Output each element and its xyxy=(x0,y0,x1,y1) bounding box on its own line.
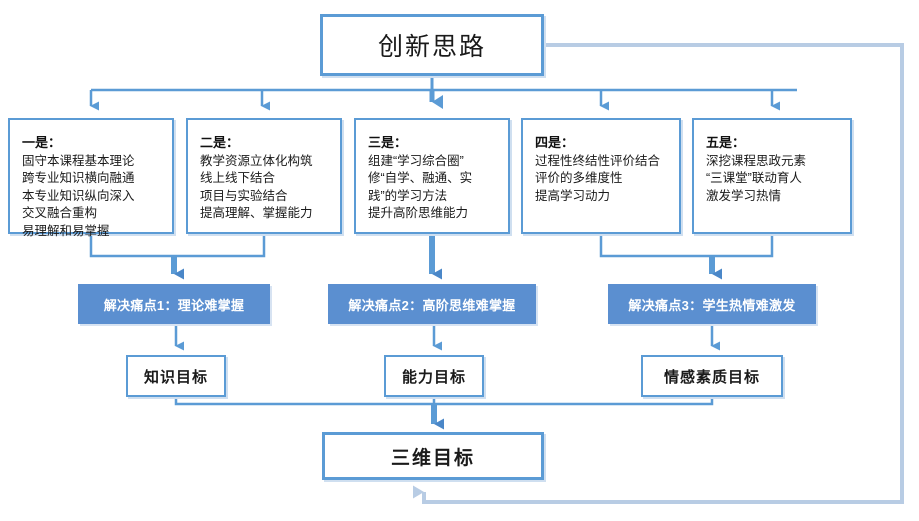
goal-box-emotion-quality-label: 情感素质目标 xyxy=(663,368,760,386)
idea-box-4-text: 四是： 过程性终结性评价结合 评价的多维度性 提高学习动力 xyxy=(535,134,660,205)
goal-box-knowledge[interactable]: 知识目标 xyxy=(126,355,226,397)
idea-box-3-head: 三是： xyxy=(368,135,408,150)
title-label: 创新思路 xyxy=(377,33,486,61)
goal-box-ability[interactable]: 能力目标 xyxy=(384,355,484,397)
idea-box-1[interactable]: 一是： 固守本课程基本理论 跨专业知识横向融通 本专业知识纵向深入 交叉融合重构 … xyxy=(8,118,174,238)
idea-box-1-text: 一是： 固守本课程基本理论 跨专业知识横向融通 本专业知识纵向深入 交叉融合重构 … xyxy=(22,134,135,240)
idea-box-4-head: 四是： xyxy=(535,135,575,150)
idea-box-1-head: 一是： xyxy=(22,135,62,150)
idea-box-1-lines: 固守本课程基本理论 跨专业知识横向融通 本专业知识纵向深入 交叉融合重构 易理解… xyxy=(22,153,135,238)
title-to-ideas-connectors xyxy=(89,76,797,111)
goal-box-emotion-quality[interactable]: 情感素质目标 xyxy=(641,355,783,397)
painpoints-to-goals-connectors xyxy=(174,324,720,351)
idea-box-5-head: 五是： xyxy=(706,135,746,150)
idea-box-3-lines: 组建“学习综合圈” 修“自学、融通、实 践”的学习方法 提升高阶思维能力 xyxy=(368,153,473,221)
idea-box-2-lines: 教学资源立体化构筑 线上线下结合 项目与实验结合 提高理解、掌握能力 xyxy=(200,153,313,221)
pain-point-bar-3[interactable]: 解决痛点3：学生热情难激发 xyxy=(608,284,816,324)
final-goal-label: 三维目标 xyxy=(390,447,475,469)
goal-box-knowledge-label: 知识目标 xyxy=(143,368,208,386)
idea-box-5-lines: 深挖课程思政元素 “三课堂”联动育人 激发学习热情 xyxy=(706,153,807,203)
pain-point-bar-1-label: 解决痛点1：理论难掌握 xyxy=(103,297,245,313)
idea-box-3[interactable]: 三是： 组建“学习综合圈” 修“自学、融通、实 践”的学习方法 提升高阶思维能力 xyxy=(354,118,510,234)
pain-point-bar-1[interactable]: 解决痛点1：理论难掌握 xyxy=(78,284,270,324)
idea-box-5[interactable]: 五是： 深挖课程思政元素 “三课堂”联动育人 激发学习热情 xyxy=(692,118,852,234)
idea-box-2[interactable]: 二是： 教学资源立体化构筑 线上线下结合 项目与实验结合 提高理解、掌握能力 xyxy=(186,118,342,234)
pain-point-bar-2[interactable]: 解决痛点2：高阶思维难掌握 xyxy=(328,284,536,324)
idea-box-3-text: 三是： 组建“学习综合圈” 修“自学、融通、实 践”的学习方法 提升高阶思维能力 xyxy=(368,134,472,223)
idea-box-5-text: 五是： 深挖课程思政元素 “三课堂”联动育人 激发学习热情 xyxy=(706,134,806,205)
idea-box-4[interactable]: 四是： 过程性终结性评价结合 评价的多维度性 提高学习动力 xyxy=(521,118,681,234)
idea-box-4-lines: 过程性终结性评价结合 评价的多维度性 提高学习动力 xyxy=(535,153,661,203)
pain-point-bar-3-label: 解决痛点3：学生热情难激发 xyxy=(628,297,796,313)
goal-box-ability-label: 能力目标 xyxy=(401,368,466,386)
idea-box-2-text: 二是： 教学资源立体化构筑 线上线下结合 项目与实验结合 提高理解、掌握能力 xyxy=(200,134,313,223)
goals-to-final-connectors xyxy=(174,397,714,430)
ideas-to-painpoints-connectors xyxy=(89,234,774,280)
pain-point-bar-2-label: 解决痛点2：高阶思维难掌握 xyxy=(348,297,516,313)
final-goal-box[interactable]: 三维目标 xyxy=(322,432,544,480)
idea-box-2-head: 二是： xyxy=(200,135,240,150)
title-box[interactable]: 创新思路 xyxy=(320,14,544,76)
